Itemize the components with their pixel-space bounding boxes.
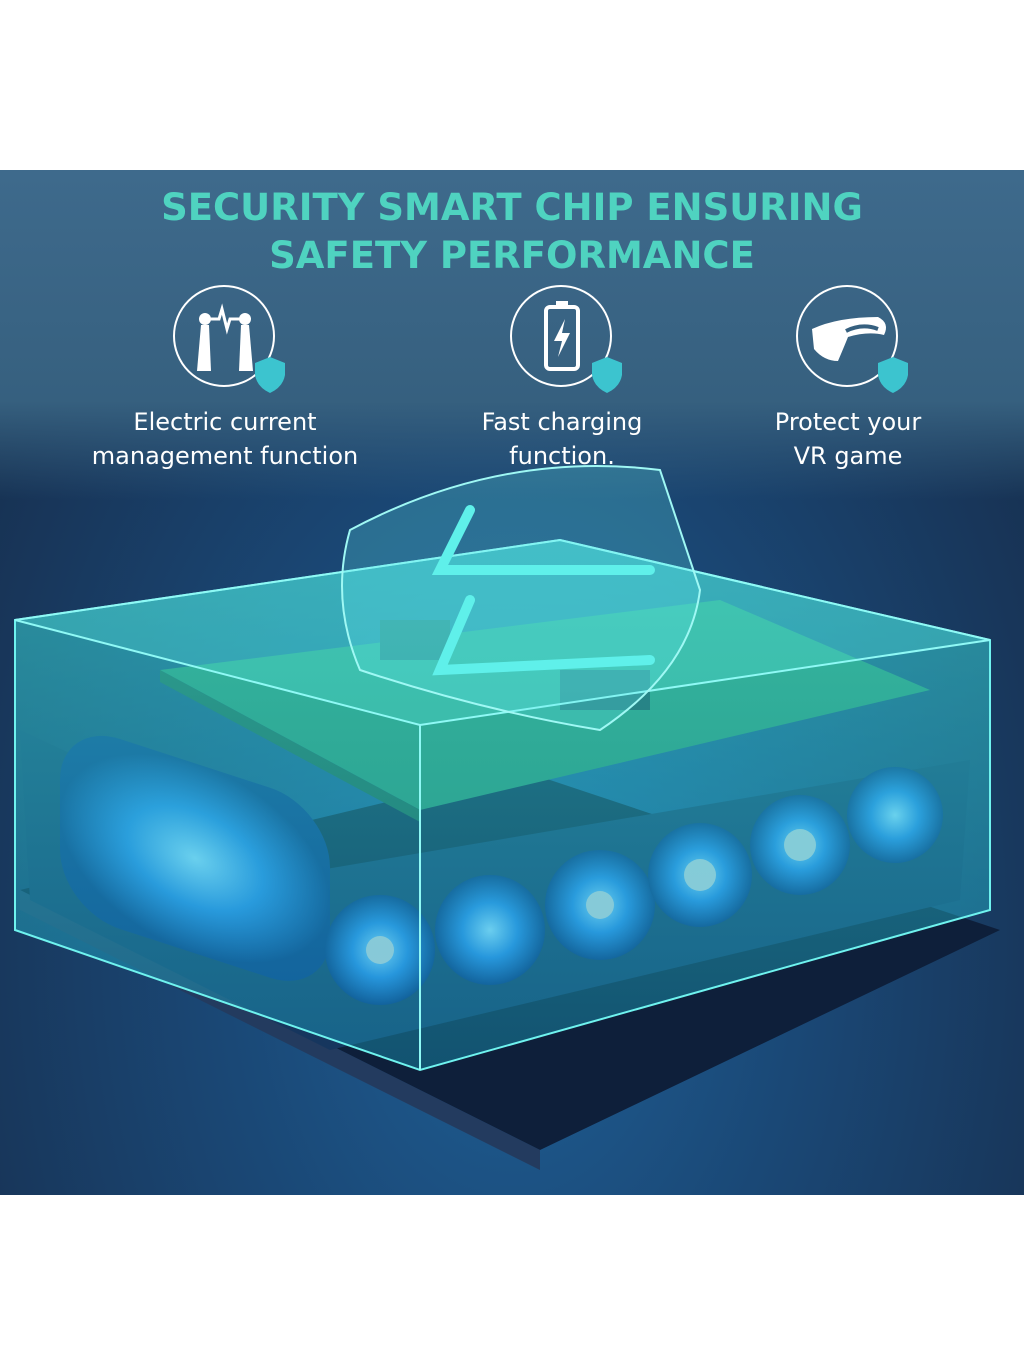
feature-vr-protect: Protect your VR game — [698, 285, 998, 473]
battery-charging-icon — [544, 301, 580, 371]
icon-circle — [173, 285, 275, 387]
feature-label-line-2: management function — [91, 442, 359, 470]
battery-pcb-illustration — [14, 465, 1000, 1170]
feature-label-line-1: Fast charging — [481, 408, 643, 436]
product-banner: SECURITY SMART CHIP ENSURING SAFETY PERF… — [0, 170, 1024, 1195]
title-line-1: SECURITY SMART CHIP ENSURING — [161, 186, 863, 229]
shield-icon — [592, 357, 622, 393]
feature-fast-charging: Fast charging function. — [412, 285, 712, 473]
electric-current-icon — [197, 303, 253, 371]
title-line-2: SAFETY PERFORMANCE — [269, 234, 755, 277]
feature-electric-current: Electric current management function — [75, 285, 375, 473]
shield-icon — [878, 357, 908, 393]
feature-label-line-1: Protect your — [774, 408, 922, 436]
feature-label-line-2: VR game — [793, 442, 903, 470]
feature-label-line-2: function. — [509, 442, 615, 470]
transparent-case — [14, 538, 991, 1072]
shield-icon — [255, 357, 285, 393]
icon-circle — [510, 285, 612, 387]
shield-hologram — [341, 465, 702, 732]
page-title: SECURITY SMART CHIP ENSURING SAFETY PERF… — [0, 184, 1024, 280]
feature-label-line-1: Electric current — [133, 408, 317, 436]
icon-circle — [796, 285, 898, 387]
vr-headset-icon — [812, 317, 886, 361]
